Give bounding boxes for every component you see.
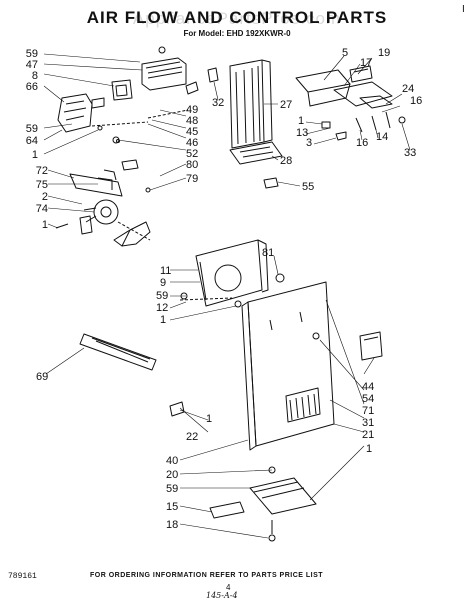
callout-number: 8	[32, 70, 38, 82]
grille-group	[79, 333, 157, 371]
callout-number: 44	[362, 381, 374, 393]
callout-number: 59	[156, 290, 168, 302]
callout-number: 74	[36, 203, 48, 215]
callout-number: 59	[26, 48, 38, 60]
callout-number: 16	[410, 95, 422, 107]
evaporator-cover-group	[241, 281, 383, 451]
callout-number: 59	[166, 483, 178, 495]
callout-number: 12	[156, 302, 168, 314]
air-duct-group	[207, 59, 283, 165]
callout-number: 18	[166, 519, 178, 531]
callout-number: 79	[186, 173, 198, 185]
page-number: 4	[226, 583, 231, 592]
corner-mark: I	[462, 4, 465, 15]
thermostat-housing-group	[57, 46, 199, 144]
callout-number: 19	[378, 47, 390, 59]
callout-number: 32	[212, 97, 224, 109]
callout-number: 20	[166, 469, 178, 481]
callout-number: 33	[404, 147, 416, 159]
ordering-note: FOR ORDERING INFORMATION REFER TO PARTS …	[90, 572, 324, 579]
leader-lines	[43, 53, 411, 539]
callout-number: 45	[186, 126, 198, 138]
callout-number: 24	[402, 83, 414, 95]
callout-number: 22	[186, 431, 198, 443]
callout-number: 40	[166, 455, 178, 467]
callout-number: 59	[26, 123, 38, 135]
callout-number: 52	[186, 148, 198, 160]
watermark-text: AppliancePartsPros.com	[132, 9, 342, 28]
callout-number: 1	[160, 314, 166, 326]
callout-number: 11	[160, 265, 171, 277]
callout-number: 3	[306, 137, 312, 149]
callout-number: 21	[362, 429, 374, 441]
diagram-title: AIR FLOW AND CONTROL PARTS	[86, 8, 388, 27]
callout-number: 16	[356, 137, 368, 149]
callout-number: 28	[280, 155, 292, 167]
callout-number: 1	[298, 115, 304, 127]
callout-number: 13	[296, 127, 308, 139]
callout-number: 75	[36, 179, 48, 191]
callout-number: 27	[280, 99, 292, 111]
callout-number: 2	[42, 191, 48, 203]
callout-number: 55	[302, 181, 314, 193]
callout-number: 5	[342, 47, 348, 59]
callout-number: 66	[26, 81, 38, 93]
callout-number: 15	[166, 501, 178, 513]
callout-number: 81	[262, 247, 274, 259]
fan-motor-group	[55, 159, 151, 247]
callout-number: 9	[160, 277, 166, 289]
callout-labels: 59 47 8 66 59 64 1 72 75 2 74 1 49 48 45…	[26, 47, 423, 531]
callout-number: 71	[362, 405, 374, 417]
model-line: For Model: EHD 192XKWR-0	[183, 29, 291, 38]
callout-number: 69	[36, 371, 48, 383]
control-bracket-group	[263, 65, 406, 189]
callout-number: 31	[362, 417, 374, 429]
callout-number: 1	[206, 413, 212, 425]
callout-number: 72	[36, 165, 48, 177]
callout-number: 17	[360, 57, 372, 69]
callout-number: 64	[26, 135, 38, 147]
handwritten-ref: 145-A-4	[206, 591, 238, 600]
callout-number: 49	[186, 104, 198, 116]
callout-number: 47	[26, 59, 38, 71]
callout-number: 1	[42, 219, 48, 231]
callout-number: 48	[186, 115, 198, 127]
diagram-number: 789161	[8, 572, 37, 581]
callout-number: 54	[362, 393, 374, 405]
callout-number: 1	[32, 149, 38, 161]
callout-number: 46	[186, 137, 198, 149]
callout-number: 80	[186, 159, 198, 171]
callout-number: 14	[376, 131, 388, 143]
callout-number: 1	[366, 443, 372, 455]
